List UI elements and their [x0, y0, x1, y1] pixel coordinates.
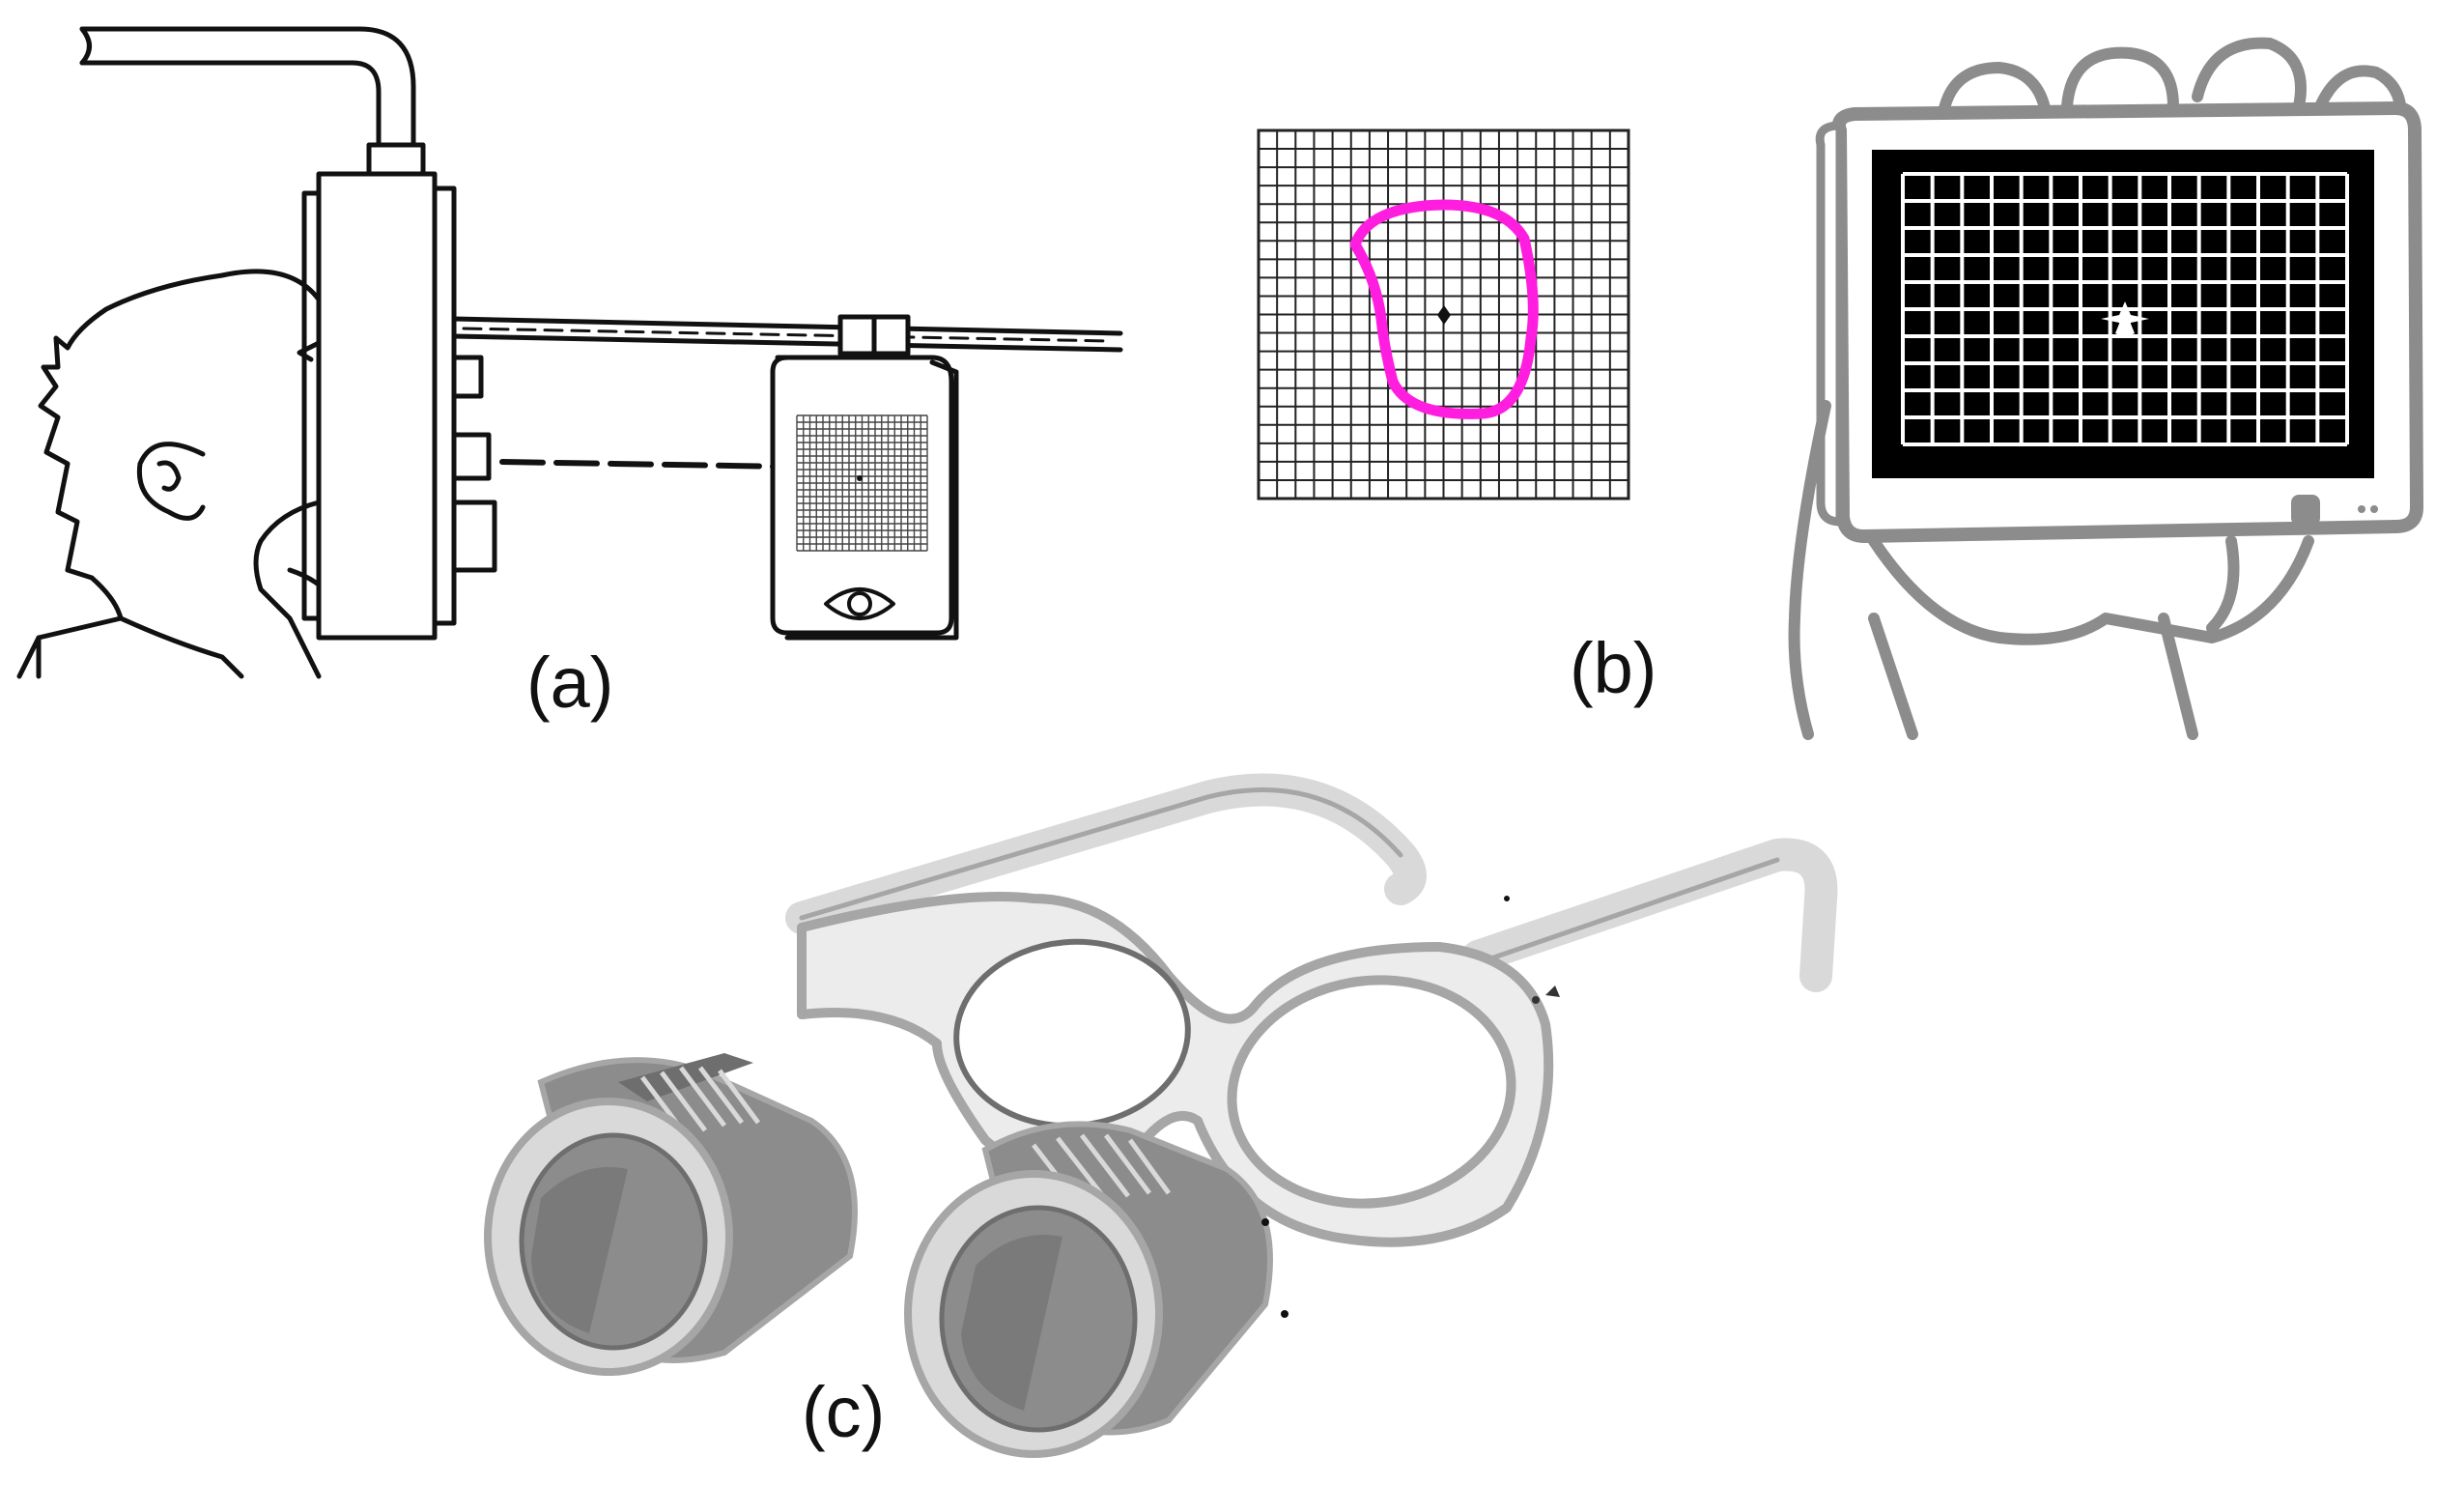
hanging-amsler-grid [796, 414, 928, 552]
telescope-left [484, 1053, 858, 1376]
caption-b: (b) [1570, 628, 1657, 708]
panel-b: (b) [1198, 0, 2464, 740]
hand-held-tablet-icon [1788, 37, 2424, 740]
scotoma-outline [1349, 199, 1539, 419]
person-viewing-grid-through-goggle-device-icon [16, 26, 1123, 679]
caption-a: (a) [526, 643, 614, 723]
amsler-grid-with-scotoma-icon [1257, 37, 2424, 740]
panel-c: (c) [435, 754, 1980, 1478]
panel-a: (a) [0, 0, 1159, 719]
telescopic-glasses-icon [484, 773, 1838, 1458]
telescope-right [904, 1121, 1289, 1458]
caption-c: (c) [802, 1372, 886, 1452]
